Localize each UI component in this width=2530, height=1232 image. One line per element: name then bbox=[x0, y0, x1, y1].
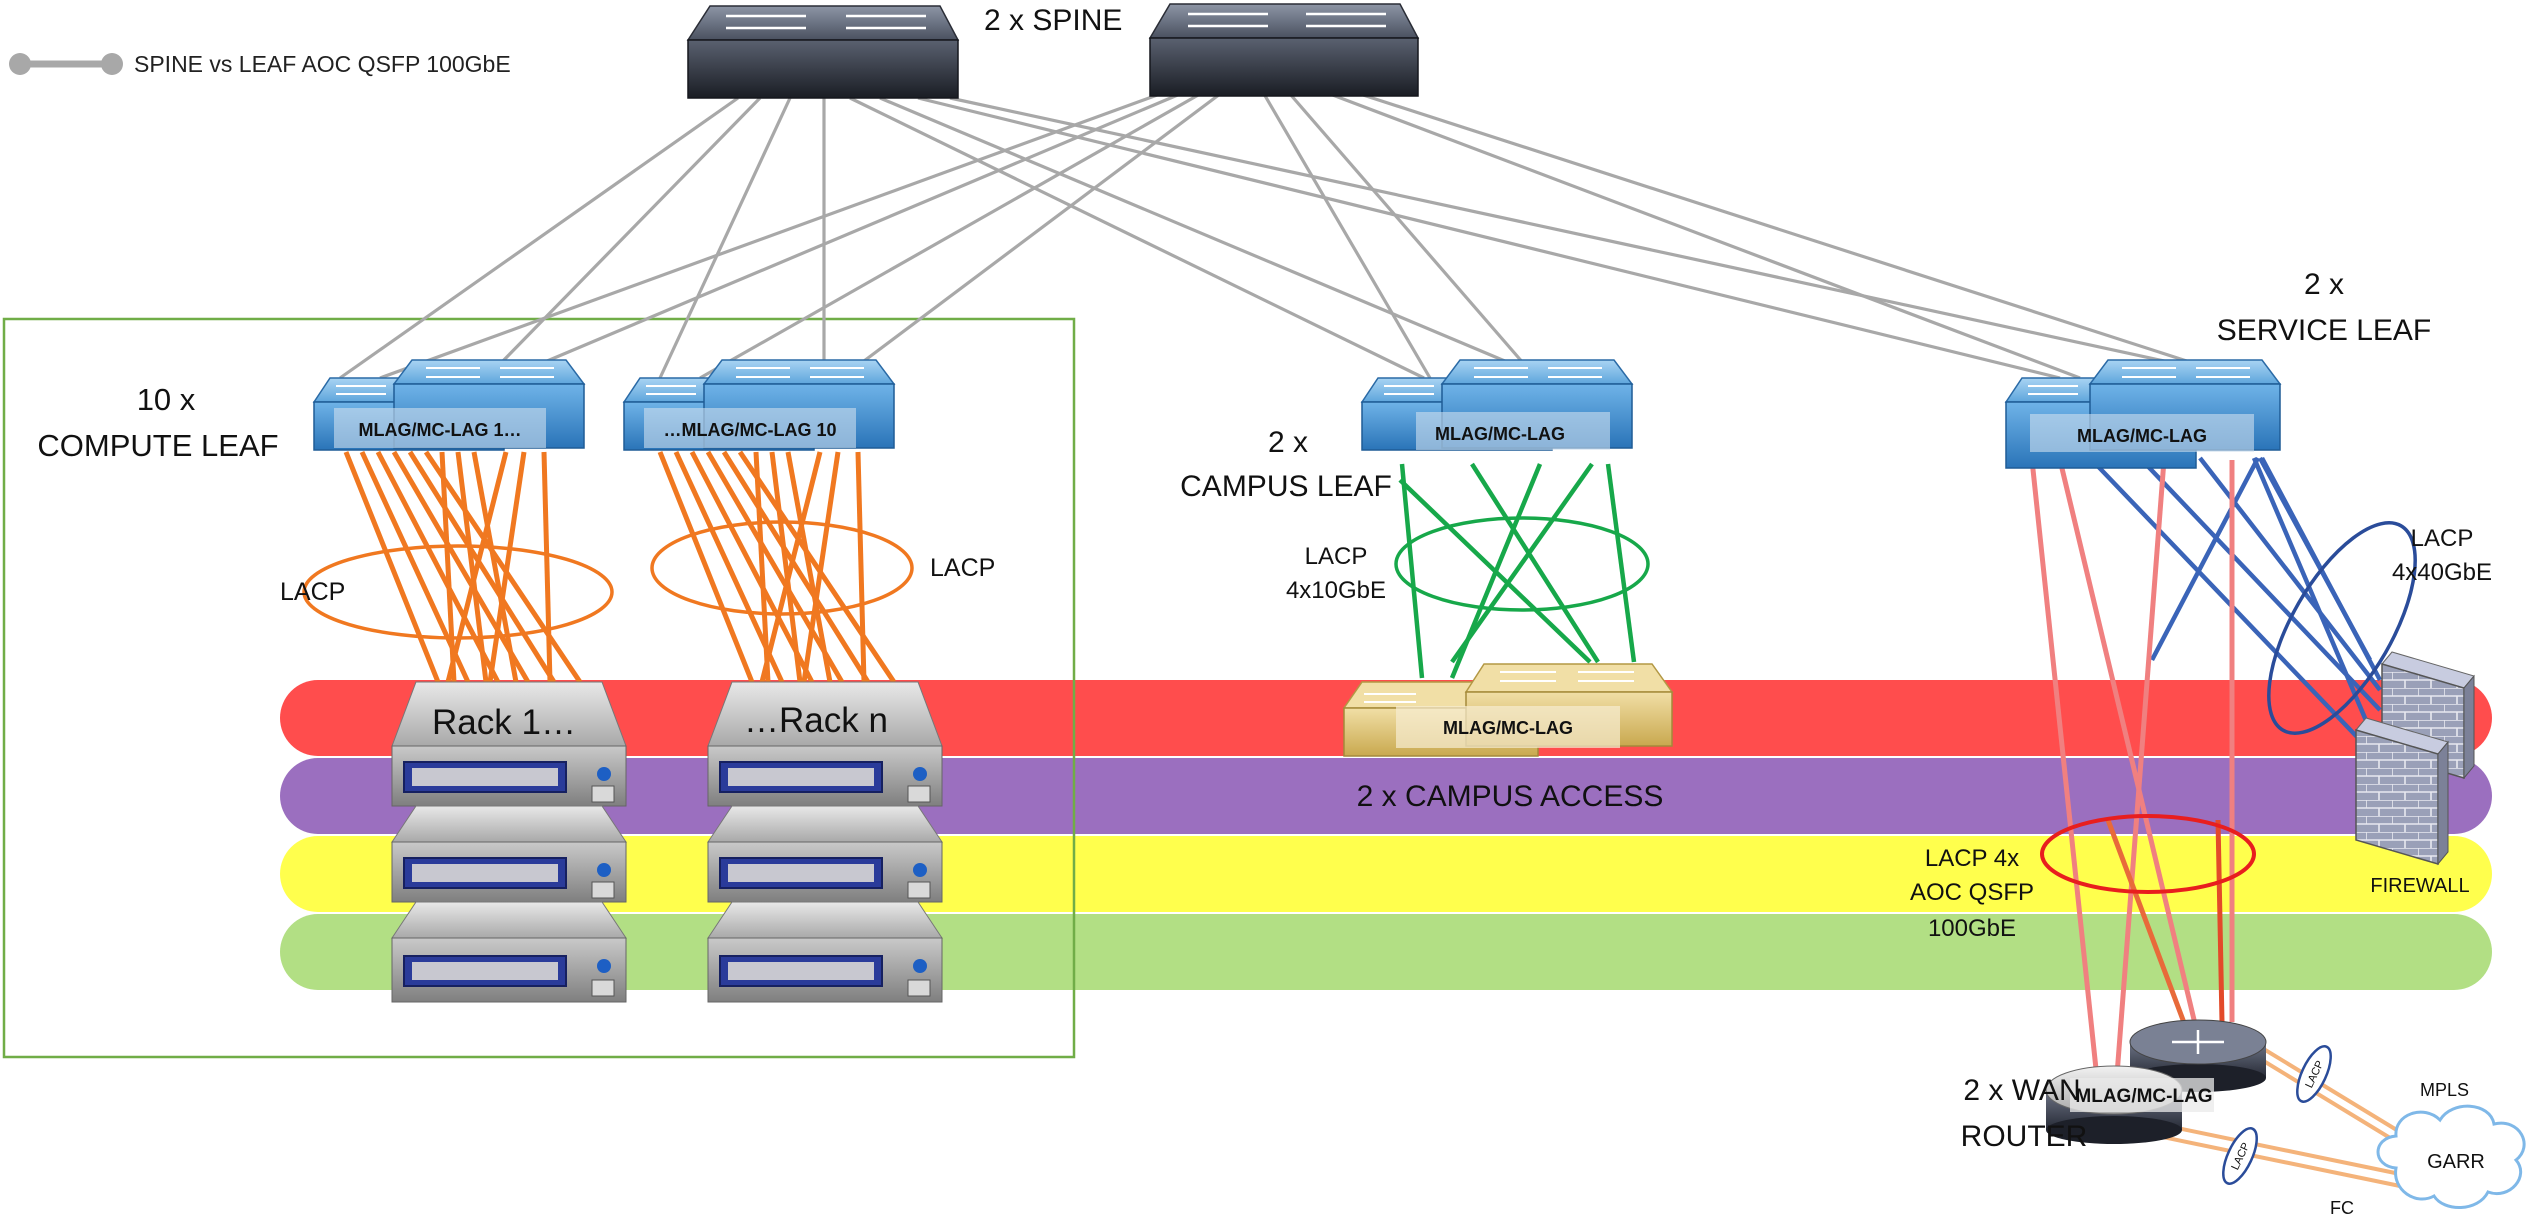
campus-leaf-switch-label: MLAG/MC-LAG bbox=[1435, 424, 1565, 444]
rack-1-label: Rack 1… bbox=[432, 703, 576, 742]
campus-access-switch-label: MLAG/MC-LAG bbox=[1443, 718, 1573, 738]
compute-leaf-switch-1-label: MLAG/MC-LAG 1… bbox=[359, 420, 522, 440]
service-lacp-line2: 4x40GbE bbox=[2392, 559, 2492, 586]
campus-leaf-label-line1: 2 x bbox=[1268, 426, 1308, 459]
spine-switch-2[interactable] bbox=[1148, 3, 1420, 97]
campus-leaf-switch[interactable] bbox=[1360, 359, 1634, 451]
compute-leaf-switch-1[interactable] bbox=[312, 359, 586, 451]
compute-lacp-label-right: LACP bbox=[930, 554, 995, 582]
legend-text: SPINE vs LEAF AOC QSFP 100GbE bbox=[134, 51, 511, 77]
spine-label: 2 x SPINE bbox=[984, 4, 1122, 37]
fc-label: FC bbox=[2330, 1198, 2354, 1218]
rack-1-servers[interactable] bbox=[391, 681, 627, 1003]
compute-lacp-label-left: LACP bbox=[280, 578, 345, 606]
compute-leaf-switch-2[interactable] bbox=[622, 359, 896, 451]
campus-leaf-links bbox=[1398, 462, 1637, 679]
garr-cloud-icon[interactable] bbox=[2376, 1104, 2526, 1209]
compute-leaf-label-line1: 10 x bbox=[137, 382, 196, 417]
campus-lacp-line1: LACP bbox=[1305, 543, 1368, 570]
compute-lacp-ellipse-left bbox=[302, 544, 614, 640]
campus-access-switch[interactable] bbox=[1342, 663, 1674, 757]
wan-lacp-badge-1: LACP bbox=[2296, 1045, 2332, 1103]
compute-lacp-ellipse-right bbox=[650, 520, 914, 616]
router-lacp-line3: 100GbE bbox=[1928, 915, 2016, 942]
campus-leaf-label-line2: CAMPUS LEAF bbox=[1180, 470, 1392, 503]
wan-router-switch-label: MLAG/MC-LAG bbox=[2075, 1086, 2212, 1107]
spine-links bbox=[339, 92, 2197, 380]
legend: SPINE vs LEAF AOC QSFP 100GbE bbox=[9, 51, 511, 77]
compute-leaf-links bbox=[343, 450, 897, 684]
garr-label: GARR bbox=[2427, 1151, 2485, 1173]
wan-router-label-line2: ROUTER bbox=[1961, 1120, 2088, 1153]
rack-n-servers[interactable] bbox=[707, 681, 943, 1003]
rack-n-label: …Rack n bbox=[744, 701, 888, 740]
router-lacp-ellipse bbox=[2040, 814, 2256, 894]
compute-leaf-label-line2: COMPUTE LEAF bbox=[37, 428, 278, 463]
service-lacp-line1: LACP bbox=[2411, 525, 2474, 552]
service-leaf-switch-label: MLAG/MC-LAG bbox=[2077, 426, 2207, 446]
service-leaf-switch[interactable] bbox=[2004, 359, 2282, 469]
campus-lacp-ellipse bbox=[1394, 516, 1650, 612]
firewall-label: FIREWALL bbox=[2370, 875, 2469, 897]
wan-router-label-line1: 2 x WAN bbox=[1963, 1074, 2080, 1107]
service-leaf-label-line1: 2 x bbox=[2304, 268, 2344, 301]
wan-router-label-box bbox=[2070, 1078, 2214, 1112]
campus-access-label: 2 x CAMPUS ACCESS bbox=[1357, 780, 1664, 813]
service-lacp-ellipse bbox=[2267, 521, 2417, 735]
campus-lacp-line2: 4x10GbE bbox=[1286, 577, 1386, 604]
spine-switch-1[interactable] bbox=[686, 5, 960, 99]
service-to-router-links bbox=[2029, 459, 2235, 1089]
wan-links bbox=[2147, 1046, 2402, 1188]
mpls-label: MPLS bbox=[2420, 1080, 2469, 1100]
firewall-icon[interactable] bbox=[2355, 651, 2475, 866]
service-leaf-label-line2: SERVICE LEAF bbox=[2217, 314, 2432, 347]
compute-leaf-switch-2-label: …MLAG/MC-LAG 10 bbox=[664, 420, 837, 440]
router-lacp-line1: LACP 4x bbox=[1925, 845, 2019, 872]
router-lacp-line2: AOC QSFP bbox=[1910, 879, 2034, 906]
wan-lacp-badge-2: LACP bbox=[2222, 1127, 2258, 1185]
